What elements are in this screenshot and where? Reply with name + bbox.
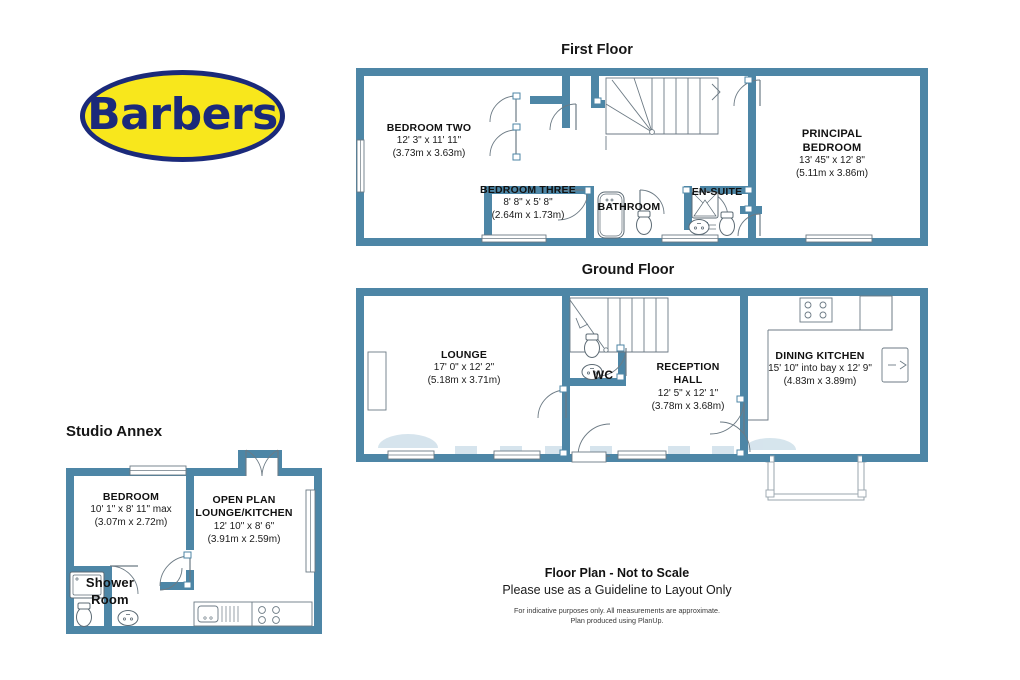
room-name-line1: PRINCIPAL [801,128,863,140]
room-label-en-suite: EN-SUITE [692,186,743,199]
room-label-bathroom: BATHROOM [598,201,661,214]
footer-subtitle: Please use as a Guideline to Layout Only [502,583,732,597]
logo-ellipse-shape [80,70,285,162]
room-label-bedroom-two: BEDROOM TWO 12' 3" x 11' 11" (3.73m x 3.… [387,122,471,161]
room-name: LOUNGE [440,349,488,361]
footer-title: Floor Plan - Not to Scale [544,566,690,580]
logo-text: Barbers [87,88,278,140]
room-name-line2: HALL [673,374,703,387]
room-dim-metric: (3.91m x 2.59m) [207,533,281,545]
studio-annex-plan [66,449,322,634]
room-name: WC [592,368,614,382]
room-dim-imperial: 13' 45" x 12' 8" [799,155,865,167]
room-dim-metric: (3.78m x 3.68m) [651,400,725,412]
room-name: BEDROOM [102,491,160,503]
room-dim-imperial: 17' 0" x 12' 2" [433,362,495,374]
first-floor-plan [356,68,928,246]
room-label-open-plan-lounge-kitchen: OPEN PLAN LOUNGE/KITCHEN 12' 10" x 8' 6"… [195,494,292,546]
room-name: BEDROOM THREE [480,184,576,196]
room-name-line1: OPEN PLAN [212,494,276,506]
room-dim-metric: (4.83m x 3.89m) [783,376,857,388]
room-dim-metric: (2.64m x 1.73m) [491,210,565,222]
room-dim-imperial: 12' 5" x 12' 1" [657,387,719,399]
room-dim-imperial: 12' 3" x 11' 11" [396,135,462,147]
ground-floor-title: Ground Floor [581,262,675,278]
footer-disclaimer: Floor Plan - Not to Scale Please use as … [417,566,817,627]
room-name: BATHROOM [597,201,661,213]
room-label-annex-bedroom: BEDROOM 10' 1" x 8' 11" max (3.07m x 2.7… [90,491,171,530]
room-label-shower-room: Shower Room [86,575,134,608]
room-label-principal-bedroom: PRINCIPAL BEDROOM 13' 45" x 12' 8" (5.11… [796,127,868,181]
room-name-line2: Room [91,591,129,607]
room-dim-metric: (3.07m x 2.72m) [94,517,168,529]
room-dim-imperial: 8' 8" x 5' 8" [503,197,553,209]
room-label-dining-kitchen: DINING KITCHEN 15' 10" into bay x 12' 9"… [768,350,872,389]
first-floor-title: First Floor [561,42,633,58]
room-dim-metric: (3.73m x 3.63m) [392,148,466,160]
room-label-lounge: LOUNGE 17' 0" x 12' 2" (5.18m x 3.71m) [428,349,501,388]
room-name-line2: LOUNGE/KITCHEN [195,507,293,520]
footer-fineprint-line1: For indicative purposes only. All measur… [513,606,720,615]
room-name-line1: RECEPTION [656,361,720,373]
room-dim-metric: (5.11m x 3.86m) [795,167,869,179]
room-label-bedroom-three: BEDROOM THREE 8' 8" x 5' 8" (2.64m x 1.7… [480,184,576,223]
footer-fineprint: For indicative purposes only. All measur… [417,606,817,627]
room-name: BEDROOM TWO [386,122,472,134]
room-name-line1: Shower [85,575,135,590]
room-label-wc: WC [593,368,613,383]
ground-floor-plan [356,288,928,501]
room-dim-metric: (5.18m x 3.71m) [427,375,501,387]
room-label-reception-hall: RECEPTION HALL 12' 5" x 12' 1" (3.78m x … [652,361,725,413]
room-name: DINING KITCHEN [775,350,865,362]
room-dim-imperial: 15' 10" into bay x 12' 9" [768,363,872,375]
room-name-line2: BEDROOM [802,142,862,155]
barbers-logo: Barbers [80,70,285,162]
studio-annex-title: Studio Annex [66,423,163,440]
room-dim-imperial: 12' 10" x 8' 6" [213,520,275,532]
room-dim-imperial: 10' 1" x 8' 11" max [90,504,172,516]
footer-fineprint-line2: Plan produced using PlanUp. [570,616,664,626]
room-name: EN-SUITE [691,186,743,198]
